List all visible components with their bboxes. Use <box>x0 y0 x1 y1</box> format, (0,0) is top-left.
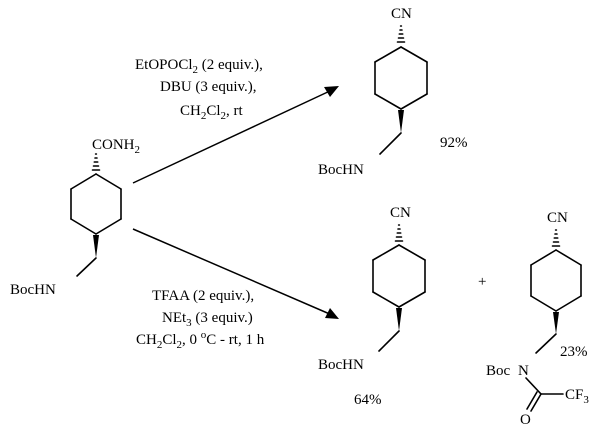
boc-group: Boc <box>486 363 511 379</box>
starting-material: CONH2 BocHN <box>10 137 140 298</box>
wedge-bond <box>396 308 402 331</box>
hashed-bond <box>91 153 101 171</box>
hashed-bond <box>551 229 561 247</box>
bottom-conditions: TFAA (2 equiv.), NEt3 (3 equiv.) CH2Cl2,… <box>136 288 265 351</box>
carbonyl-double-bond <box>526 391 542 412</box>
top-conditions: EtOPOCl2 (2 equiv.), DBU (3 equiv.), CH2… <box>135 57 263 122</box>
nitrile-group: CN <box>391 6 412 22</box>
nitrile-group: CN <box>547 210 568 226</box>
cyclohexane-ring <box>374 46 428 110</box>
reaction-arrow-bottom <box>132 228 339 319</box>
nitrile-group: CN <box>390 205 411 221</box>
nitrogen-atom: N <box>518 363 529 379</box>
bochn-group: BocHN <box>10 282 56 298</box>
reagent-dbu: DBU (3 equiv.), <box>160 79 257 95</box>
yield-top: 92% <box>440 135 468 151</box>
oxygen-atom: O <box>520 412 531 425</box>
bochn-group: BocHN <box>318 162 364 178</box>
wedge-bond <box>553 312 559 334</box>
yield-bottom-2: 23% <box>560 344 588 360</box>
bochn-group: BocHN <box>318 357 364 373</box>
reaction-arrow-top <box>132 86 339 184</box>
product-top: CN BocHN 92% <box>318 6 468 178</box>
hashed-bond <box>396 25 406 43</box>
cyclohexane-ring <box>372 244 426 308</box>
reagent-etopocl2: EtOPOCl2 (2 equiv.), <box>135 57 263 76</box>
product-bottom-1: CN BocHN 64% <box>318 205 426 408</box>
solvent-top: CH2Cl2, rt <box>180 103 244 122</box>
product-bottom-2: CN Boc N O CF3 23% <box>486 210 589 425</box>
hashed-bond <box>394 224 404 242</box>
wedge-bond <box>93 235 99 258</box>
cf3-group: CF3 <box>565 387 589 406</box>
solvent-bottom: CH2Cl2, 0 oC - rt, 1 h <box>136 329 265 351</box>
amide-group: CONH2 <box>92 137 140 156</box>
reagent-net3: NEt3 (3 equiv.) <box>162 310 253 329</box>
cyclohexane-ring <box>70 173 122 235</box>
plus-sign: + <box>478 274 486 290</box>
yield-bottom-1: 64% <box>354 392 382 408</box>
cyclohexane-ring <box>530 249 582 312</box>
wedge-bond <box>398 110 404 133</box>
reagent-tfaa: TFAA (2 equiv.), <box>152 288 254 304</box>
